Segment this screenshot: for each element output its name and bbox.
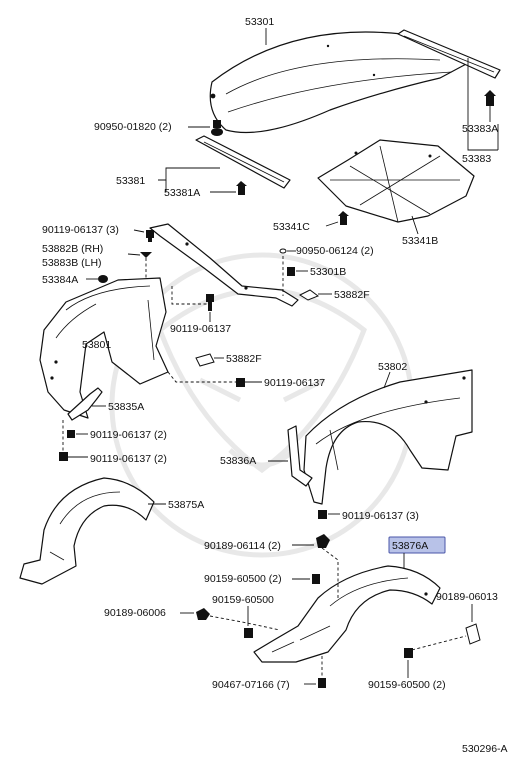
- label-liner-left[interactable]: 53875A: [168, 499, 204, 511]
- clip-3-part[interactable]: [318, 678, 326, 688]
- cowl-bracket-part[interactable]: [149, 223, 299, 307]
- hood-seal-part[interactable]: [397, 29, 501, 79]
- bolt-4-part[interactable]: [67, 430, 75, 438]
- hood-part[interactable]: [209, 31, 471, 134]
- label-brace-53835a[interactable]: 53835A: [108, 401, 144, 413]
- label-fender[interactable]: 53802: [378, 361, 407, 373]
- screw-2-part[interactable]: [196, 608, 210, 620]
- clip-53384a-part[interactable]: [98, 275, 108, 283]
- clip-1-part[interactable]: [312, 574, 320, 584]
- hood-insulator-part[interactable]: [317, 139, 475, 223]
- label-seal-set[interactable]: 53381: [116, 175, 145, 187]
- label-bolt-6[interactable]: 90119-06137 (3): [342, 510, 419, 522]
- label-hood[interactable]: 53301: [245, 16, 274, 28]
- fender-liner-rh-part[interactable]: [140, 252, 152, 258]
- label-clip-53384a[interactable]: 53384A: [42, 274, 78, 286]
- label-bolt-1[interactable]: 90119-06137 (3): [42, 224, 119, 236]
- label-seal-set-a[interactable]: 53381A: [164, 187, 200, 199]
- hood-bumper-part[interactable]: [287, 267, 295, 276]
- bolt-2-part[interactable]: [206, 294, 214, 311]
- label-clip-4[interactable]: 90159-60500 (2): [368, 679, 446, 691]
- clip-4-part[interactable]: [404, 648, 413, 658]
- label-screw-1[interactable]: 90189-06114 (2): [204, 540, 281, 552]
- label-screw-3[interactable]: 90189-06013: [436, 591, 498, 603]
- label-clip-3[interactable]: 90467-07166 (7): [212, 679, 290, 691]
- seal-set-clip[interactable]: [236, 181, 247, 195]
- label-fender-liner-rh[interactable]: 53882B (RH): [42, 243, 103, 255]
- fender-part[interactable]: [303, 369, 473, 505]
- screw-1-part[interactable]: [316, 534, 330, 548]
- label-grommet-top[interactable]: 90950-06124 (2): [296, 245, 374, 257]
- bolt-6-part[interactable]: [318, 510, 327, 519]
- label-brace-53836a[interactable]: 53836A: [220, 455, 256, 467]
- grommet-top-part[interactable]: [279, 248, 287, 254]
- clip-2-part[interactable]: [244, 628, 253, 638]
- label-hood-seal-group[interactable]: 53383: [462, 153, 491, 165]
- label-hood-cushion[interactable]: 90950-01820 (2): [94, 121, 172, 133]
- label-clip-2[interactable]: 90159-60500: [212, 594, 274, 606]
- liner-right-part[interactable]: [253, 565, 441, 663]
- label-hood-insulator-clip[interactable]: 53341C: [273, 221, 310, 233]
- label-fender-liner-lh[interactable]: 53883B (LH): [42, 257, 102, 269]
- hood-cushion-part[interactable]: [211, 120, 223, 136]
- highlight-box: [388, 536, 446, 554]
- bracket-53882f-part[interactable]: [195, 353, 215, 367]
- label-liner-right[interactable]: 53876A: [392, 540, 428, 552]
- label-bracket-53882f-top[interactable]: 53882F: [334, 289, 370, 301]
- label-hood-seal-part[interactable]: 53383A: [462, 123, 498, 135]
- diagram-id: 530296-A: [462, 743, 508, 755]
- label-bolt-4[interactable]: 90119-06137 (2): [90, 429, 167, 441]
- label-bolt-3[interactable]: 90119-06137: [264, 377, 325, 389]
- bracket-53882f-top-part[interactable]: [298, 289, 320, 301]
- label-bracket-53882f[interactable]: 53882F: [226, 353, 262, 365]
- label-bolt-5[interactable]: 90119-06137 (2): [90, 453, 167, 465]
- liner-left-part[interactable]: [19, 477, 155, 585]
- label-bolt-2[interactable]: 90119-06137: [170, 323, 231, 335]
- bolt-1-part[interactable]: [146, 230, 154, 242]
- brace-53836a-part[interactable]: [287, 425, 313, 487]
- brace-53835a-part[interactable]: [67, 387, 103, 421]
- label-clip-1[interactable]: 90159-60500 (2): [204, 573, 282, 585]
- label-apron[interactable]: 53801: [82, 339, 111, 351]
- label-hood-insulator[interactable]: 53341B: [402, 235, 438, 247]
- label-screw-2[interactable]: 90189-06006: [104, 607, 166, 619]
- label-hood-bumper[interactable]: 53301B: [310, 266, 346, 278]
- bolt-3-part[interactable]: [236, 378, 245, 387]
- screw-3-part[interactable]: [465, 623, 481, 645]
- apron-part[interactable]: [39, 277, 169, 419]
- seal-set-part[interactable]: [195, 135, 291, 189]
- hood-insulator-clip-part[interactable]: [338, 211, 349, 225]
- hood-seal-clip[interactable]: [484, 90, 496, 106]
- bolt-5-part[interactable]: [59, 452, 68, 461]
